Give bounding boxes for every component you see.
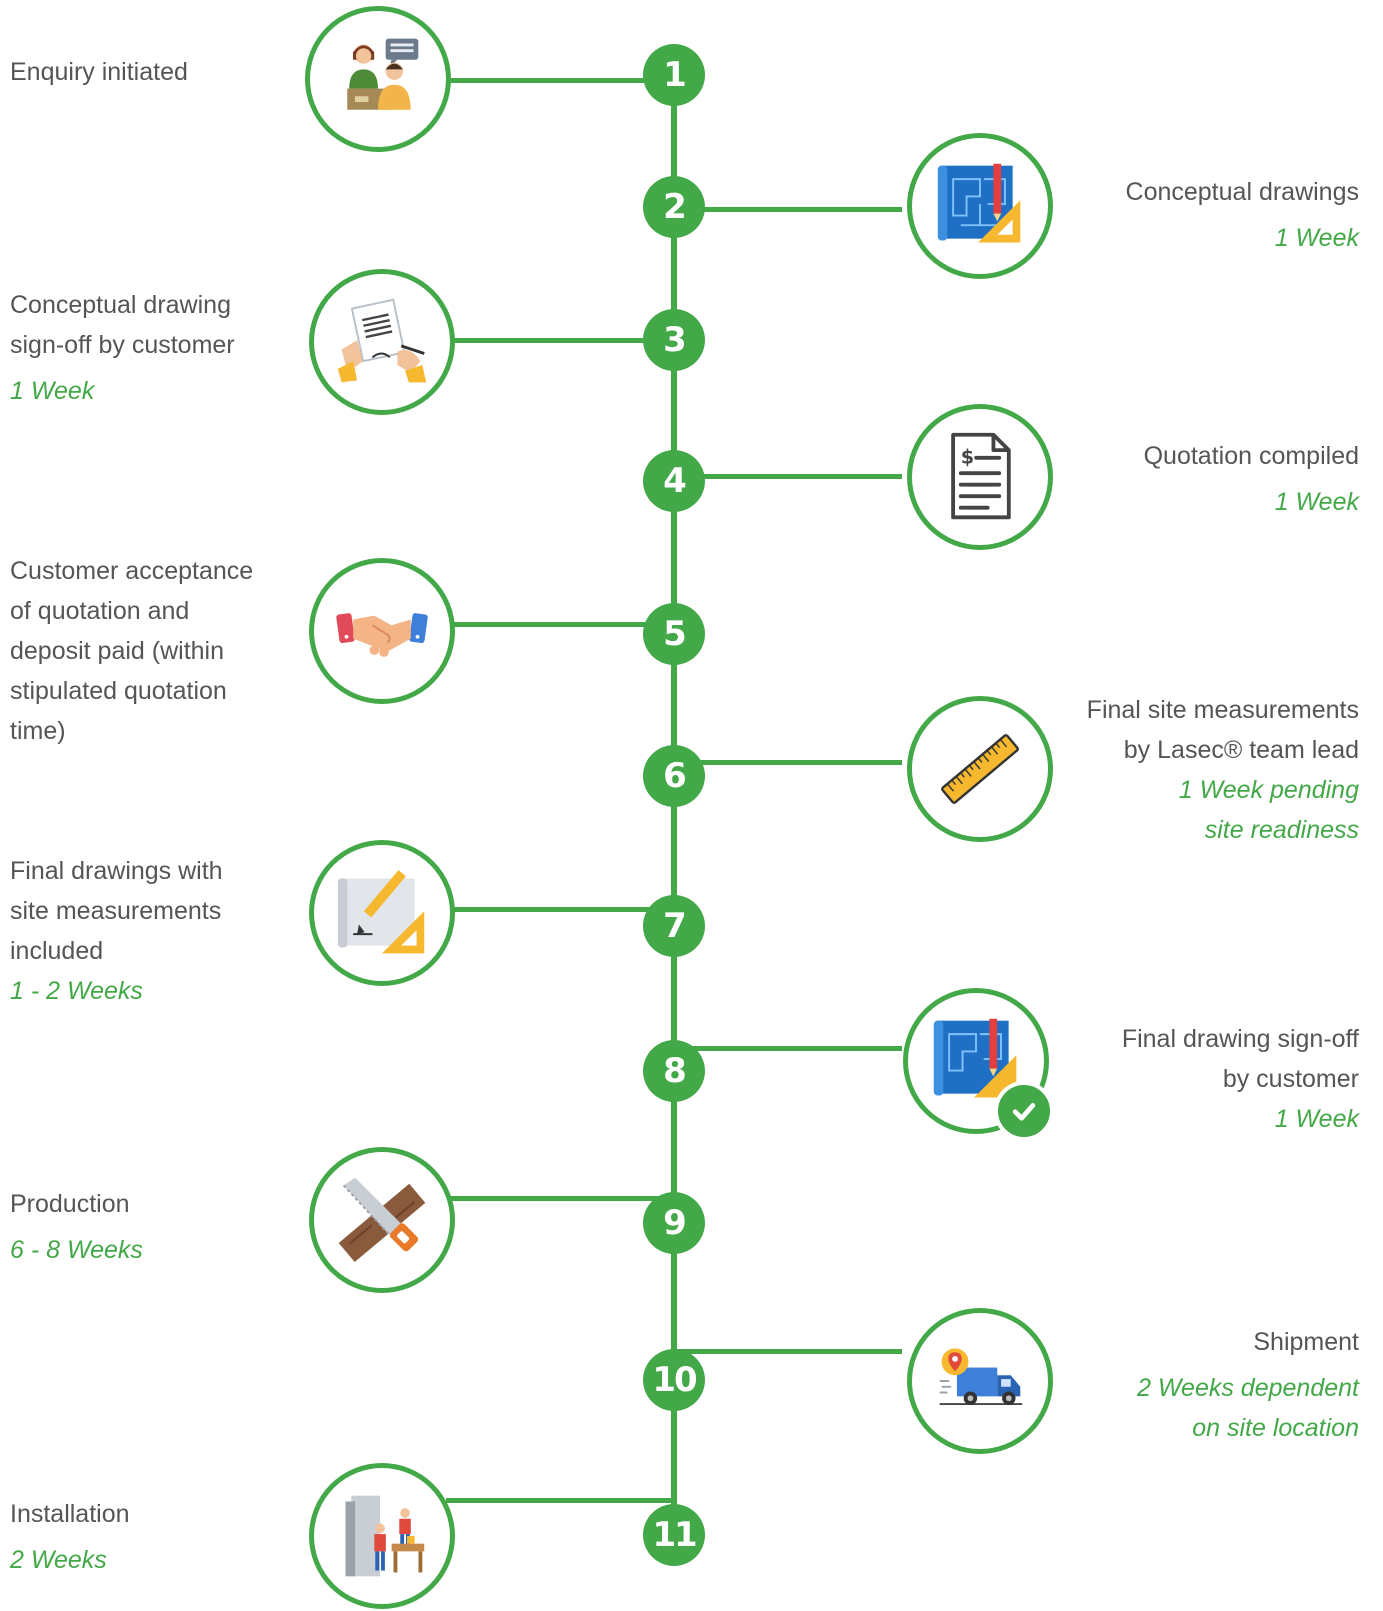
step-8-icon-frame [903,988,1054,1141]
step-10-title: Shipment [1253,1328,1359,1356]
step-2-title: Conceptual drawings [1125,178,1359,206]
blueprint-icon [937,163,1021,243]
step-9-title: Production [10,1190,130,1218]
svg-text:$: $ [961,446,974,469]
step-11-title: Installation [10,1500,130,1528]
step-3-duration: 1 Week [10,377,95,405]
step-number-11: 11 [643,1504,705,1566]
connector-2 [676,207,902,212]
step-10-duration: 2 Weeks dependent on site location [1137,1374,1359,1442]
step-4-icon-frame: $ [907,404,1053,550]
step-8-duration: 1 Week [1274,1105,1359,1133]
step-4-label: Quotation compiled 1 Week [1144,436,1359,522]
connector-9 [446,1196,672,1201]
step-number-7: 7 [643,895,705,957]
step-number-10: 10 [643,1349,705,1411]
conversation-icon [347,38,419,110]
step-9-label: Production 6 - 8 Weeks [10,1184,143,1270]
drafting-icon [337,870,425,954]
step-4-duration: 1 Week [1274,488,1359,516]
step-2-label: Conceptual drawings 1 Week [1126,172,1359,258]
step-11-duration: 2 Weeks [10,1546,107,1574]
step-number-8: 8 [643,1040,705,1102]
step-7-icon-frame [309,840,455,986]
step-number-3: 3 [643,309,705,371]
step-1-label: Enquiry initiated [10,52,188,92]
connector-7 [446,907,672,912]
check-badge-icon [994,1081,1054,1141]
connector-4 [676,474,902,479]
connector-5 [446,622,672,627]
step-number-2: 2 [643,176,705,238]
step-3-icon-frame [309,269,455,415]
step-9-duration: 6 - 8 Weeks [10,1236,143,1264]
ruler-icon [941,734,1019,804]
connector-3 [446,338,672,343]
step-2-duration: 1 Week [1274,224,1359,252]
step-11-label: Installation 2 Weeks [10,1494,130,1580]
step-number-5: 5 [643,603,705,665]
step-number-4: 4 [643,450,705,512]
saw-wood-icon [338,1177,426,1263]
step-5-label: Customer acceptance of quotation and dep… [10,551,253,751]
step-3-label: Conceptual drawing sign-off by customer … [10,285,235,411]
step-2-icon-frame [907,133,1053,279]
step-6-label: Final site measurements by Lasec® team l… [1087,690,1359,850]
installers-icon [345,1495,425,1577]
step-1-icon-frame [305,6,451,152]
step-6-icon-frame [907,696,1053,842]
step-8-title: Final drawing sign-off by customer [1121,1025,1359,1093]
document-signing-icon [337,298,427,383]
step-number-9: 9 [643,1192,705,1254]
connector-8 [676,1046,902,1051]
step-5-icon-frame [309,558,455,704]
step-4-title: Quotation compiled [1143,442,1359,470]
step-10-label: Shipment 2 Weeks dependent on site locat… [1137,1322,1359,1448]
step-11-icon-frame [309,1463,455,1609]
delivery-truck-icon [939,1348,1023,1405]
step-number-1: 1 [643,44,705,106]
invoice-icon: $ [951,432,1011,520]
step-7-label: Final drawings with site measurements in… [10,851,223,1011]
step-8-label: Final drawing sign-off by customer 1 Wee… [1122,1019,1359,1139]
step-10-icon-frame [907,1308,1053,1454]
connector-6 [676,760,902,765]
connector-10 [676,1349,902,1354]
handshake-icon [336,613,428,657]
connector-1 [440,78,672,83]
step-number-6: 6 [643,745,705,807]
step-7-duration: 1 - 2 Weeks [10,977,143,1005]
step-9-icon-frame [309,1147,455,1293]
approved-blueprint-icon [933,1018,1017,1098]
step-5-title: Customer acceptance of quotation and dep… [10,557,254,745]
step-6-duration: 1 Week pending site readiness [1178,776,1359,844]
connector-11 [446,1498,672,1503]
step-1-title: Enquiry initiated [10,58,188,86]
step-7-title: Final drawings with site measurements in… [10,857,223,965]
step-3-title: Conceptual drawing sign-off by customer [10,291,235,359]
step-6-title: Final site measurements by Lasec® team l… [1086,696,1359,764]
